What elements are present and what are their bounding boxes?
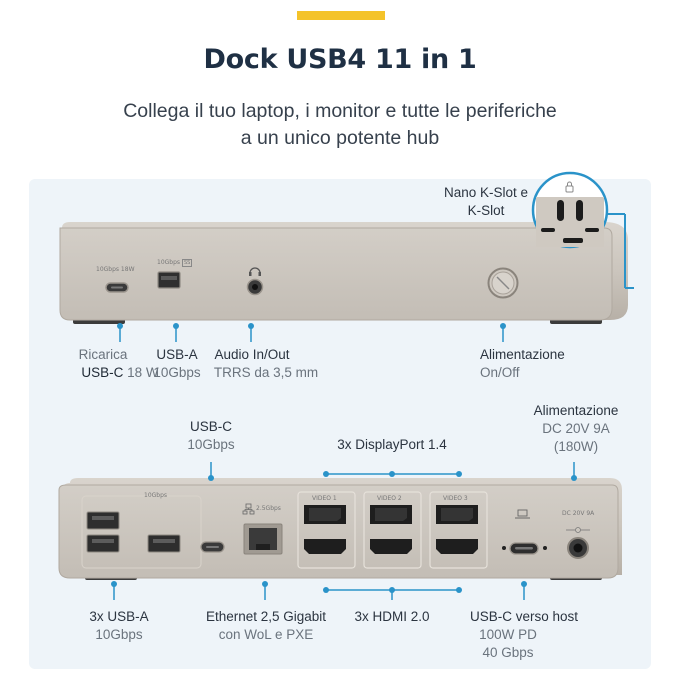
back-dc-jack: [567, 537, 589, 559]
accent-bar: [297, 11, 385, 20]
front-usba-callout-title: USB-A: [156, 347, 198, 362]
back-usb-group-label: 10Gbps: [144, 492, 168, 499]
back-host-callout: USB-C verso host 100W PD 40 Gbps: [460, 608, 588, 662]
front-usba-callout: USB-A 10Gbps: [150, 346, 204, 382]
front-callouts: [117, 323, 506, 342]
front-usbc-callout: Ricarica USB-C 18 W: [60, 346, 180, 382]
dc-polarity-icon: [566, 527, 590, 533]
kslot-magnifier: [531, 171, 634, 289]
front-usba-callout-speed: 10Gbps: [153, 365, 201, 380]
page-title: Dock USB4 11 in 1: [203, 44, 477, 75]
back-usba-callout: 3x USB-A 10Gbps: [84, 608, 154, 644]
back-dc-callout-spec: DC 20V 9A: [542, 421, 610, 436]
video-3-label: VIDEO 3: [443, 495, 468, 502]
back-eth-callout-spec: con WoL e PXE: [218, 627, 314, 642]
back-eth-callout-title: Ethernet 2,5 Gigabit: [205, 609, 327, 624]
back-callouts-top: [208, 462, 577, 481]
front-power-callout-title: Alimentazione: [480, 347, 565, 362]
headphone-icon: [249, 267, 261, 276]
back-usba-callout-title: 3x USB-A: [89, 609, 149, 624]
front-usbc-callout-power: 18 W: [127, 365, 159, 380]
front-dock-body: [59, 222, 628, 324]
kslot-callout-line-2: K-Slot: [467, 203, 505, 218]
back-callouts-bottom: [111, 581, 527, 600]
back-ethernet-port: [243, 523, 283, 555]
kslot-callout: Nano K-Slot e K-Slot: [440, 184, 528, 220]
front-audio-callout-spec: TRRS da 3,5 mm: [213, 365, 319, 380]
superspeed-icon: SS: [181, 259, 193, 267]
subtitle-line-2: a un unico potente hub: [240, 127, 440, 149]
subtitle-line-1: Collega il tuo laptop, i monitor e tutte…: [123, 100, 557, 122]
back-usba-callout-speed: 10Gbps: [95, 627, 143, 642]
back-host-callout-speed: 40 Gbps: [482, 645, 534, 660]
back-host-usbc-port: [502, 542, 547, 555]
back-usb-group: [81, 495, 225, 569]
front-power-callout-spec: On/Off: [480, 365, 520, 380]
front-power-callout: Alimentazione On/Off: [480, 346, 580, 382]
laptop-icon: [515, 509, 530, 519]
front-audio-jack: [246, 278, 264, 296]
front-usbc-port-label: 10Gbps 18W: [96, 266, 135, 273]
back-host-callout-title: USB-C verso host: [469, 609, 579, 624]
back-usbc-callout: USB-C 10Gbps: [168, 418, 254, 454]
back-dc-callout: Alimentazione DC 20V 9A (180W): [530, 402, 622, 456]
video-1-group: [297, 491, 356, 569]
back-dc-callout-watt: (180W): [553, 439, 599, 454]
video-2-group: [363, 491, 422, 569]
back-dc-label: DC 20V 9A: [562, 510, 595, 517]
front-usba-port-label: 10Gbps SS: [157, 259, 193, 267]
page-subtitle: Collega il tuo laptop, i monitor e tutte…: [0, 98, 680, 152]
front-usbc-port: [105, 282, 129, 293]
video-3-group: [429, 491, 488, 569]
back-host-callout-power: 100W PD: [479, 627, 537, 642]
front-audio-callout-title: Audio In/Out: [214, 347, 290, 362]
back-dp-callout: 3x DisplayPort 1.4: [337, 437, 447, 452]
back-dc-callout-title: Alimentazione: [533, 403, 619, 418]
kslot-callout-line-1: Nano K-Slot e: [443, 185, 528, 200]
video-1-label: VIDEO 1: [312, 495, 337, 502]
lock-icon: [565, 181, 574, 193]
front-usba-port: [157, 271, 181, 289]
front-audio-callout: Audio In/Out TRRS da 3,5 mm: [206, 346, 326, 382]
front-usba-speed: 10Gbps: [157, 259, 181, 266]
back-ethernet-label: 2.5Gbps: [256, 505, 281, 512]
front-usbc-callout-title: USB-C: [81, 365, 124, 380]
front-usbc-callout-line-1: Ricarica: [78, 347, 128, 362]
video-2-label: VIDEO 2: [377, 495, 402, 502]
front-power-button: [487, 267, 519, 299]
back-usbc-callout-speed: 10Gbps: [187, 437, 235, 452]
back-usbc-callout-title: USB-C: [189, 419, 232, 434]
back-hdmi-callout: 3x HDMI 2.0: [354, 609, 430, 624]
network-icon: [242, 503, 255, 515]
back-eth-callout: Ethernet 2,5 Gigabit con WoL e PXE: [196, 608, 336, 644]
